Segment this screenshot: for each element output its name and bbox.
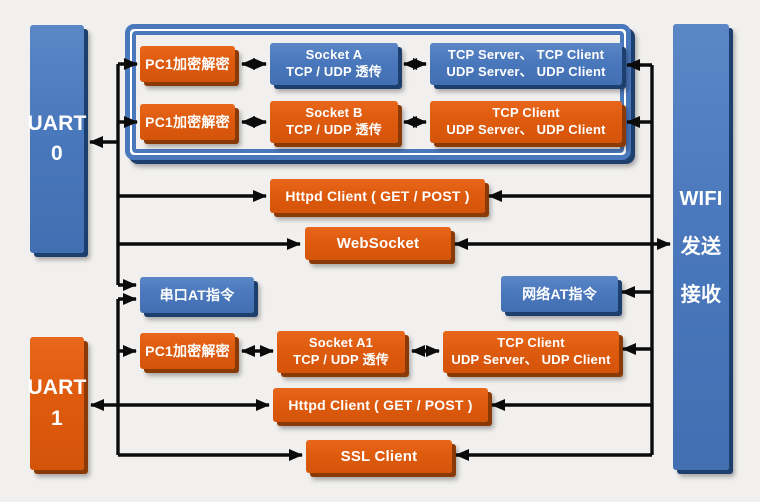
uart0-label-line1: UART (27, 111, 87, 135)
uart0-node: UART 0 (27, 25, 87, 253)
pc1-encrypt-top2-node: PC1加密解密 (140, 104, 235, 140)
socket-a1-title: Socket A1 (308, 335, 374, 351)
pc1-encrypt-top1-label: PC1加密解密 (145, 55, 230, 72)
serial-at-command-label: 串口AT指令 (159, 286, 235, 303)
socket-a1-node: Socket A1 TCP / UDP 透传 (277, 331, 405, 373)
tcp-modes-socket-b-node: TCP Client UDP Server、 UDP Client (430, 101, 622, 143)
wifi-label: WIFI (679, 188, 723, 210)
tcp-modes-socket-b-line1: TCP Client (492, 105, 560, 121)
uart0-label-line2: 0 (51, 142, 63, 165)
tcp-modes-socket-a-node: TCP Server、 TCP Client UDP Server、 UDP C… (430, 43, 622, 85)
wifi-send-label: 发送 (680, 236, 722, 258)
pc1-encrypt-bottom-node: PC1加密解密 (140, 333, 235, 369)
tcp-modes-socket-b-line2: UDP Server、 UDP Client (446, 122, 606, 137)
uart1-label-line1: UART (27, 376, 87, 400)
serial-at-command-node: 串口AT指令 (140, 277, 254, 313)
tcp-modes-socket-a1-line1: TCP Client (497, 335, 565, 351)
websocket-node: WebSocket (305, 227, 451, 260)
network-at-command-node: 网络AT指令 (501, 276, 618, 312)
socket-b-title: Socket B (305, 105, 363, 121)
tcp-modes-socket-a1-node: TCP Client UDP Server、 UDP Client (443, 331, 619, 373)
socket-a1-subtitle: TCP / UDP 透传 (293, 352, 389, 367)
tcp-modes-socket-a-line1: TCP Server、 TCP Client (447, 47, 605, 63)
socket-a-title: Socket A (305, 47, 363, 63)
pc1-encrypt-top2-label: PC1加密解密 (145, 113, 230, 130)
socket-b-subtitle: TCP / UDP 透传 (286, 122, 382, 137)
ssl-client-label: SSL Client (340, 447, 418, 465)
httpd-client-bottom-label: Httpd Client ( GET / POST ) (288, 396, 473, 413)
socket-a-subtitle: TCP / UDP 透传 (286, 64, 382, 79)
socket-b-node: Socket B TCP / UDP 透传 (270, 101, 398, 143)
network-at-command-label: 网络AT指令 (522, 285, 597, 302)
httpd-client-top-label: Httpd Client ( GET / POST ) (285, 187, 470, 204)
wifi-node: WIFI 发送 接收 (673, 24, 729, 470)
ssl-client-node: SSL Client (306, 440, 452, 473)
socket-a-node: Socket A TCP / UDP 透传 (270, 43, 398, 85)
websocket-label: WebSocket (336, 234, 420, 252)
tcp-modes-socket-a-line2: UDP Server、 UDP Client (446, 64, 606, 79)
uart1-node: UART 1 (27, 337, 87, 470)
httpd-client-bottom-node: Httpd Client ( GET / POST ) (273, 388, 488, 422)
pc1-encrypt-bottom-label: PC1加密解密 (145, 342, 230, 359)
wifi-receive-label: 接收 (680, 284, 722, 306)
tcp-modes-socket-a1-line2: UDP Server、 UDP Client (451, 352, 611, 367)
pc1-encrypt-top1-node: PC1加密解密 (140, 46, 235, 82)
uart1-label-line2: 1 (51, 406, 63, 430)
httpd-client-top-node: Httpd Client ( GET / POST ) (270, 179, 485, 213)
